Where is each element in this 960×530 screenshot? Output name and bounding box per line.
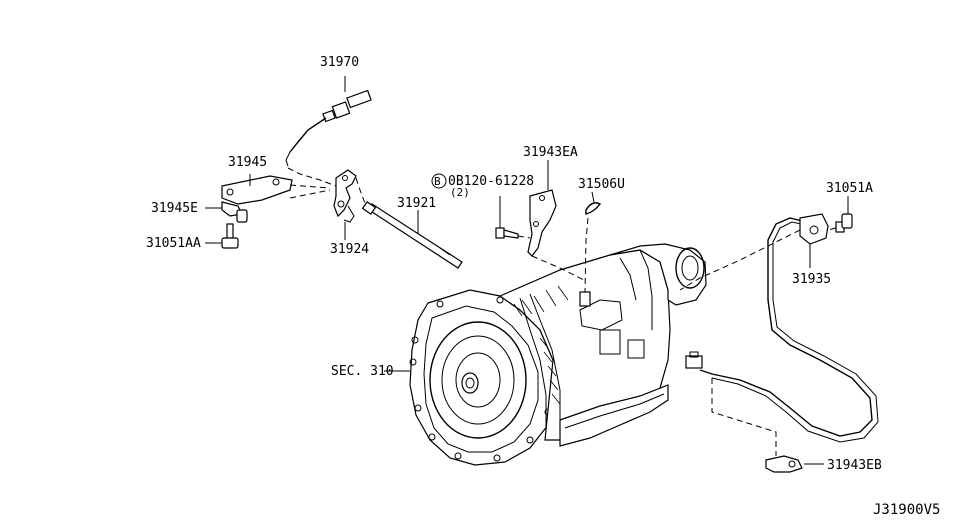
part-31945e-clip (205, 201, 248, 223)
transmission-assembly (409, 243, 707, 466)
label-31970: 31970 (320, 55, 359, 70)
label-31921: 31921 (397, 196, 436, 211)
part-31051aa-bolt (205, 223, 239, 249)
part-31943eb-clip (765, 455, 824, 473)
part-31935-harness (679, 213, 879, 456)
part-31051a-bolt (827, 196, 853, 233)
label-sec-310: SEC. 310 (331, 364, 394, 379)
label-0b120-61228: 0B120-61228 (448, 174, 534, 189)
part-31506u-seal (584, 191, 602, 293)
label-31945e: 31945E (151, 201, 198, 216)
label-bolt-qty: (2) (450, 186, 470, 199)
label-31051a: 31051A (826, 181, 873, 196)
bolt-code-callout: B 0B120-61228 (2) (431, 173, 534, 199)
part-31924-lever (333, 169, 367, 240)
label-31506u: 31506U (578, 177, 625, 192)
diagram-id: J31900V5 (873, 502, 940, 518)
label-31051aa: 31051AA (146, 236, 201, 251)
part-31945-bracket (221, 174, 331, 205)
label-31924: 31924 (330, 242, 369, 257)
label-31943eb: 31943EB (827, 458, 882, 473)
part-31943ea-bracket (527, 160, 585, 281)
label-31935: 31935 (792, 272, 831, 287)
label-31945: 31945 (228, 155, 267, 170)
bolt-circle-marker (431, 173, 447, 189)
part-31970-cable (285, 76, 372, 187)
part-0b120-61228-bolt (495, 196, 531, 239)
part-31921-shaft (361, 201, 463, 269)
label-31943ea: 31943EA (523, 145, 578, 160)
label-bolt-circle: B (434, 175, 441, 188)
